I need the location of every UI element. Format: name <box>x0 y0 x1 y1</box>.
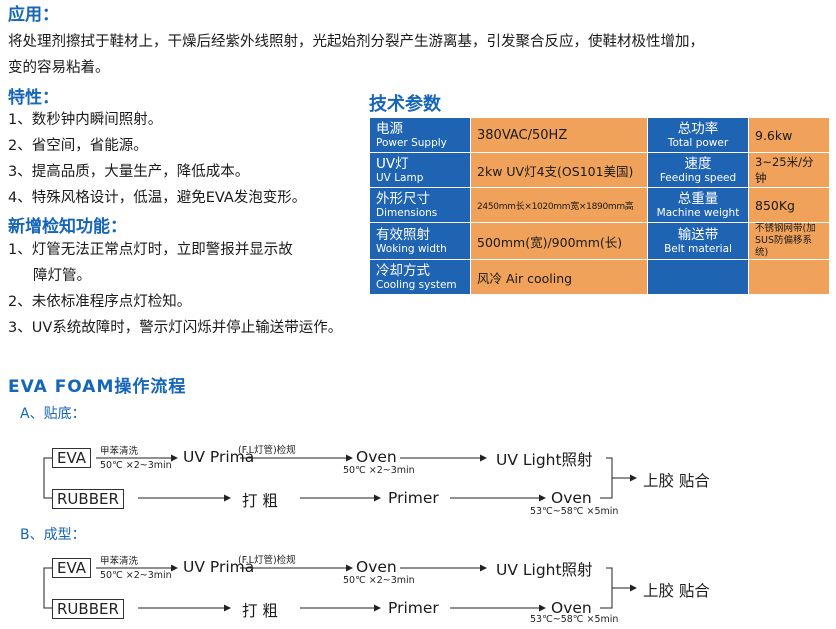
detection-heading: 新增检知功能： <box>8 217 127 237</box>
material-eva: EVA <box>52 558 92 578</box>
step-oven2: Oven <box>551 489 592 507</box>
application-text-line2: 变的容易粘着。 <box>8 60 110 76</box>
result-label: 上胶 贴合 <box>643 582 710 600</box>
param-label-empty <box>647 259 749 295</box>
step-rough: 打 粗 <box>242 492 278 510</box>
oven-condition: 50℃ ×2~3min <box>343 575 415 586</box>
step-uv-light: UV Light照射 <box>496 561 593 579</box>
wash-label: 甲苯清洗 <box>100 446 139 457</box>
application-heading: 应用： <box>8 5 59 25</box>
step-oven: Oven <box>356 558 397 576</box>
step-primer: Primer <box>388 599 439 617</box>
param-value: 2450mm长×1020mm宽×1890mm高 <box>470 187 648 223</box>
material-rubber: RUBBER <box>52 599 124 619</box>
application-text-line1: 将处理剂擦拭于鞋材上，干燥后经紫外线照射，光起始剂分裂产生游离基，引发聚合反应，… <box>8 34 704 50</box>
step-uv-light: UV Light照射 <box>496 451 593 469</box>
detection-item1-line2: 障灯管。 <box>33 268 91 284</box>
feature-item: 1、数秒钟内瞬间照射。 <box>8 112 163 128</box>
param-value: 500mm(宽)/900mm(长) <box>470 222 648 260</box>
param-value: 9.6kw <box>748 117 830 153</box>
detection-item3: 3、UV系统故障时，警示灯闪烁并停止输送带运作。 <box>8 320 343 336</box>
step-uv-prima: UV Prima <box>183 558 255 576</box>
features-heading: 特性： <box>8 88 59 108</box>
param-value: 2kw UV灯4支(OS101美国) <box>470 152 648 188</box>
param-value: 风冷 Air cooling <box>470 259 648 295</box>
tech-params-heading: 技术参数 <box>369 94 441 115</box>
wash-condition: 50℃ ×2~3min <box>100 570 172 581</box>
step-primer: Primer <box>388 489 439 507</box>
feature-item: 3、提高品质，大量生产，降低成本。 <box>8 164 250 180</box>
process-heading: EVA FOAM操作流程 <box>8 377 187 397</box>
lamp-check: (F.L灯管)检规 <box>238 445 296 456</box>
step-rough: 打 粗 <box>242 602 278 620</box>
param-value: 850Kg <box>748 187 830 223</box>
detection-item1-line1: 1、灯管无法正常点灯时，立即警报并显示故 <box>8 242 293 258</box>
section-label: A、贴底： <box>20 406 86 422</box>
wash-condition: 50℃ ×2~3min <box>100 460 172 471</box>
param-value: 不锈钢网带(加SUS防偏移系统) <box>748 222 830 260</box>
material-rubber: RUBBER <box>52 489 124 509</box>
material-eva: EVA <box>52 448 92 468</box>
step-uv-prima: UV Prima <box>183 448 255 466</box>
wash-label: 甲苯清洗 <box>100 556 139 567</box>
oven2-condition: 53℃~58℃ ×5min <box>530 506 619 517</box>
feature-item: 4、特殊风格设计，低温，避免EVA发泡变形。 <box>8 190 307 206</box>
section-label: B、成型： <box>20 527 86 543</box>
param-value: 3~25米/分钟 <box>748 152 830 188</box>
detection-item2: 2、未依标准程序点灯检知。 <box>8 294 192 310</box>
feature-item: 2、省空间，省能源。 <box>8 138 148 154</box>
oven2-condition: 53℃~58℃ ×5min <box>530 614 619 625</box>
param-value-empty <box>748 259 830 295</box>
step-oven: Oven <box>356 448 397 466</box>
result-label: 上胶 贴合 <box>643 472 710 490</box>
oven-condition: 50℃ ×2~3min <box>343 465 415 476</box>
lamp-check: (F.L灯管)检规 <box>238 555 296 566</box>
step-oven2: Oven <box>551 599 592 617</box>
